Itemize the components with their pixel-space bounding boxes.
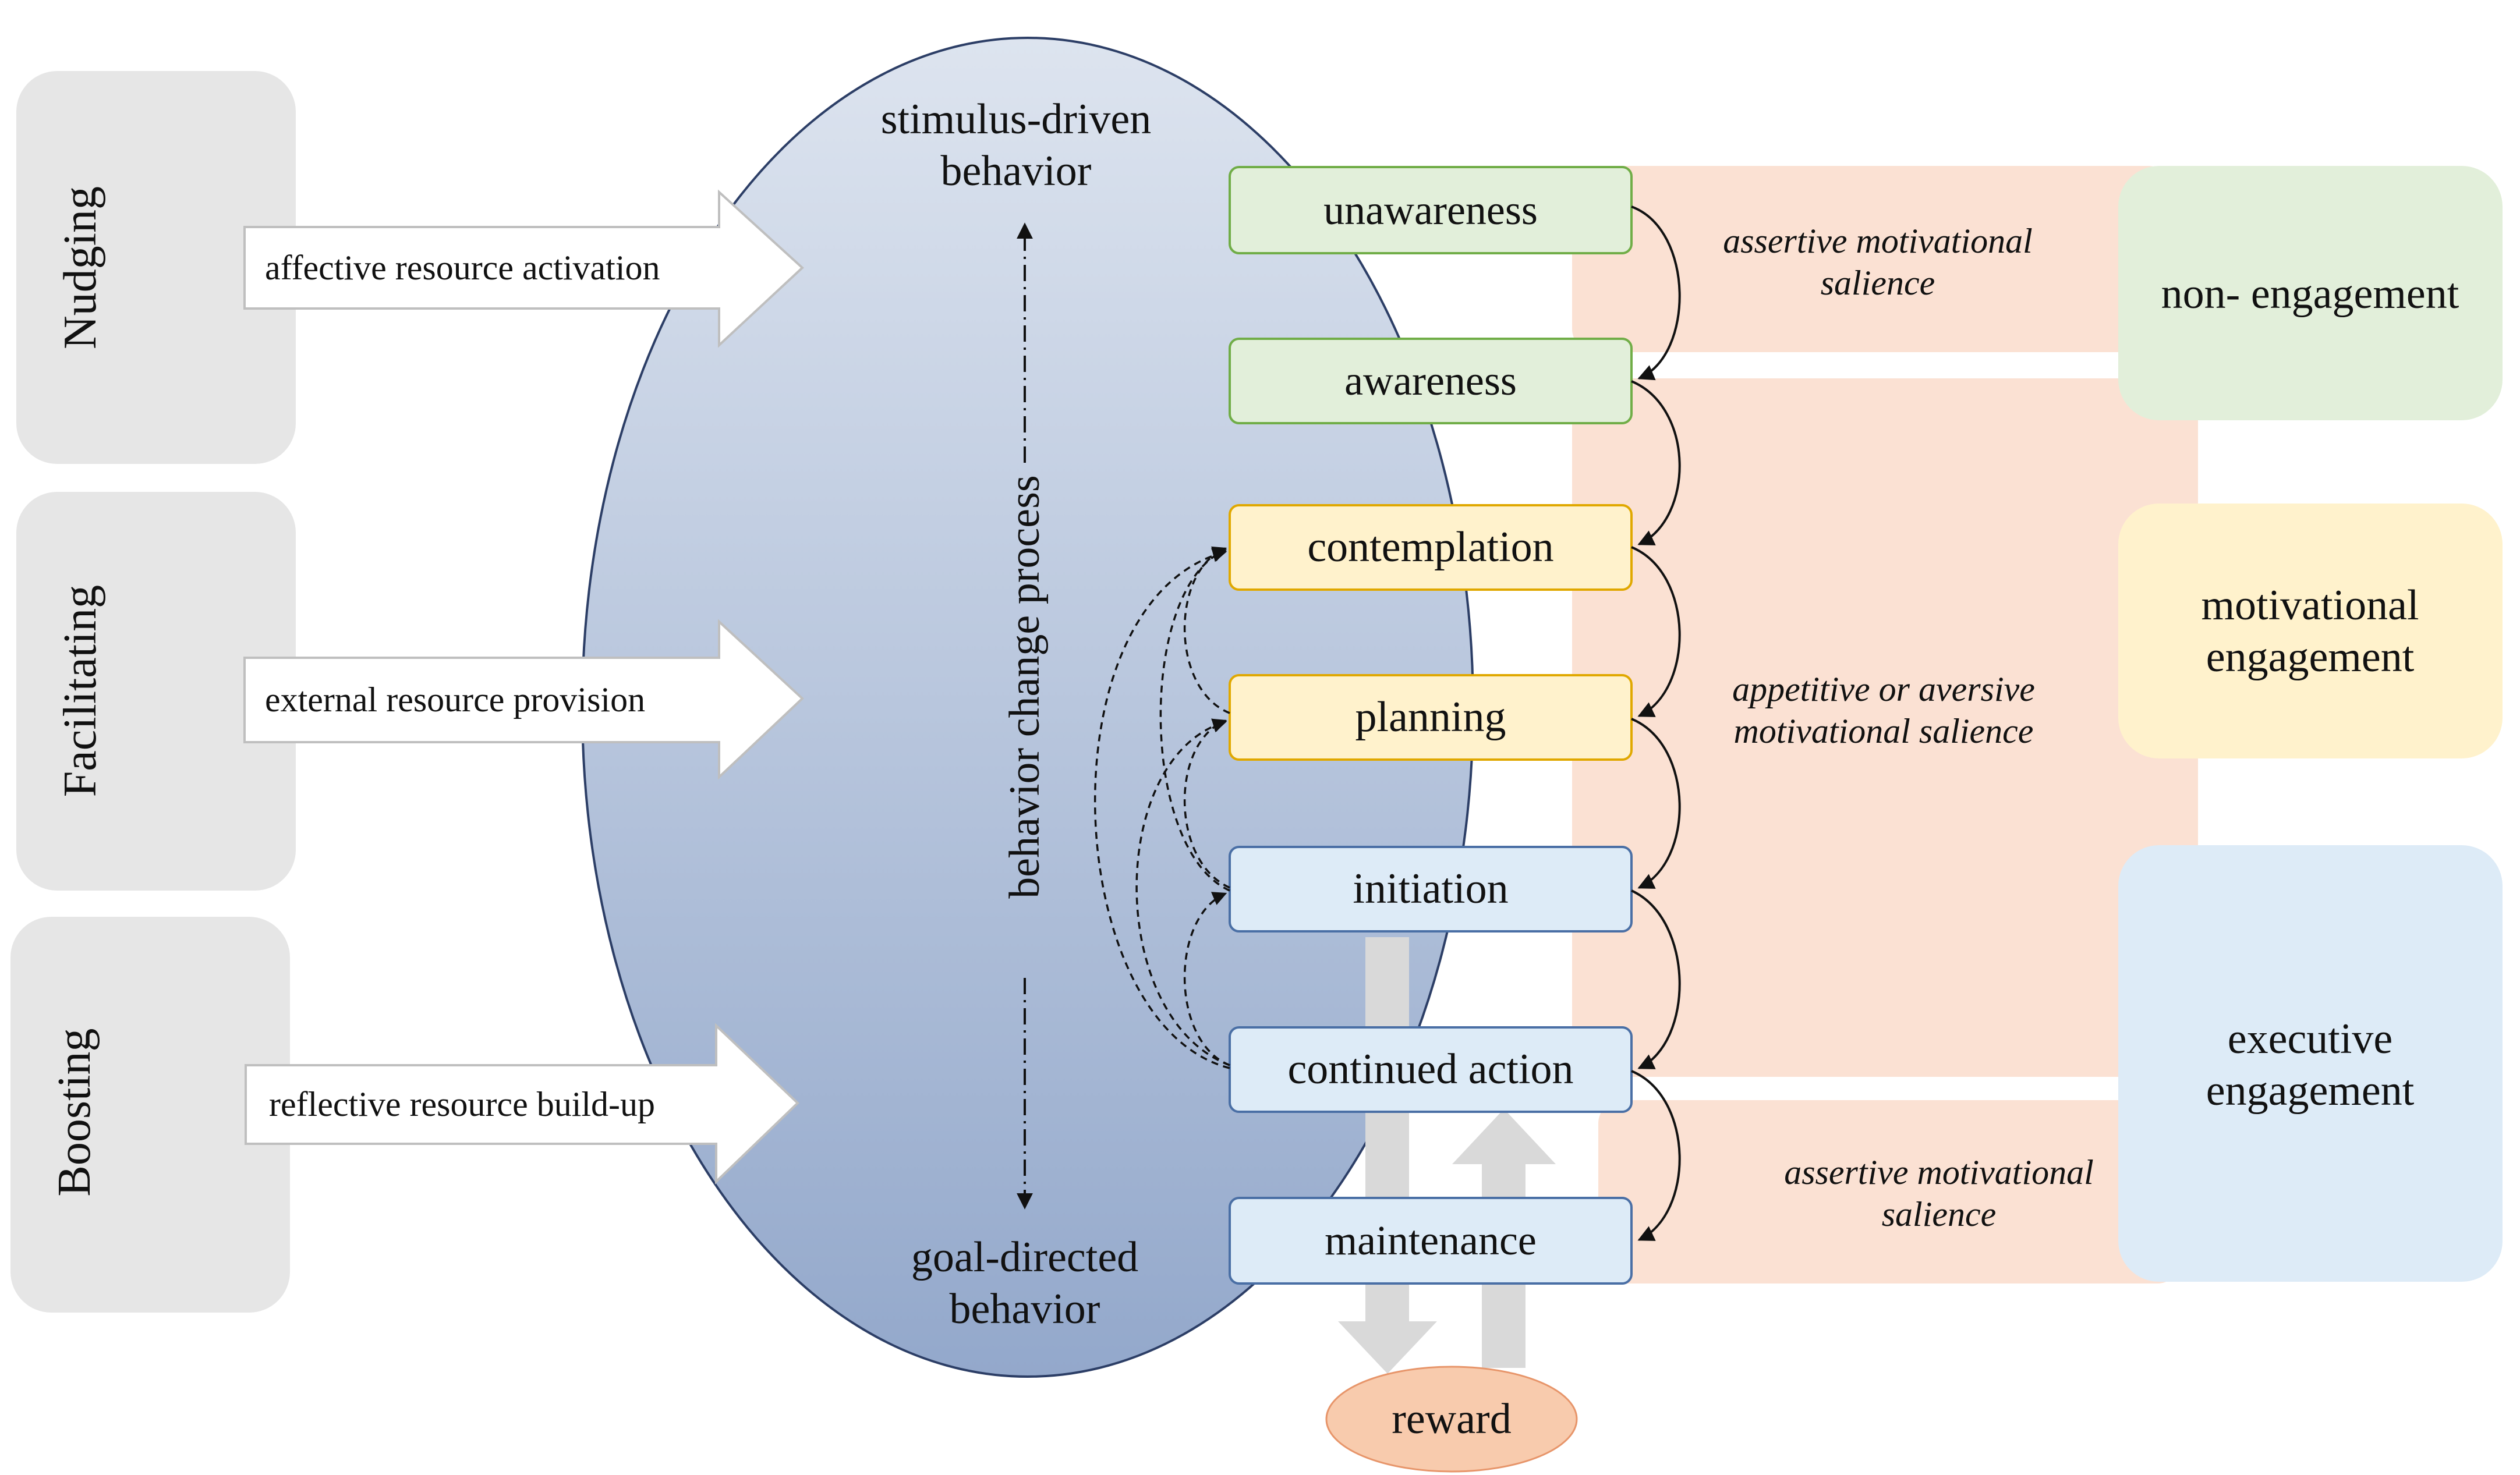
motivational-engagement-box <box>2118 504 2503 758</box>
relapse-arrow-action-to-contemplation <box>1093 548 1230 1069</box>
boosting-box <box>10 917 290 1313</box>
stage-label-planning: planning <box>1355 693 1506 742</box>
nudging-box <box>16 71 296 464</box>
stage-box-maintenance <box>1229 1197 1633 1285</box>
reward-label: reward <box>1392 1395 1512 1443</box>
stage-label-maintenance: maintenance <box>1325 1217 1537 1264</box>
goal-directed-label: goal-directed behavior <box>911 1233 1139 1333</box>
salience-band-top <box>1572 166 2172 352</box>
boosting-label: Boosting <box>48 1028 100 1197</box>
motivational-engagement-label: motivational engagement <box>2201 582 2419 681</box>
executive-engagement-label: executive engagement <box>2206 1015 2415 1115</box>
salience-label-bottom: assertive motivational salience <box>1784 1153 2094 1233</box>
reward-arrow-down <box>1338 937 1437 1374</box>
salience-band-middle <box>1572 378 2198 1077</box>
facilitating-box <box>16 492 296 891</box>
stage-box-initiation <box>1229 846 1633 932</box>
stage-box-awareness <box>1229 338 1633 424</box>
nudging-label: Nudging <box>54 186 106 349</box>
executive-engagement-box <box>2118 845 2503 1282</box>
relapse-arrow-action-to-initiation <box>1183 892 1230 1066</box>
progression-arrow-5 <box>1631 889 1681 1069</box>
stage-label-contemplation: contemplation <box>1307 523 1554 572</box>
stage-label-awareness: awareness <box>1344 357 1517 405</box>
facilitating-label: Facilitating <box>54 584 106 797</box>
non-engagement-label: non- engagement <box>2161 270 2459 318</box>
affective-arrow <box>243 189 804 348</box>
relapse-arrow-initiation-to-planning <box>1183 718 1230 889</box>
affective-resource-label: affective resource activation <box>265 248 660 287</box>
behavior-change-process-label: behavior change process <box>1000 475 1049 899</box>
reflective-resource-label: reflective resource build-up <box>269 1084 656 1123</box>
stage-box-continued-action <box>1229 1026 1633 1113</box>
stage-label-continued-action: continued action <box>1287 1045 1574 1094</box>
relapse-arrow-action-to-planning <box>1135 718 1230 1066</box>
stage-box-unawareness <box>1229 166 1633 254</box>
reflective-arrow <box>245 1023 799 1185</box>
progression-arrow-6 <box>1631 1070 1681 1241</box>
stage-label-unawareness: unawareness <box>1323 186 1538 233</box>
progression-arrow-4 <box>1631 718 1681 889</box>
progression-arrow-1 <box>1631 205 1681 381</box>
salience-label-middle: appetitive or aversive motivational sali… <box>1732 670 2035 750</box>
reward-ellipse <box>1325 1366 1578 1473</box>
progression-arrow-2 <box>1631 380 1681 545</box>
stage-box-planning <box>1229 674 1633 761</box>
non-engagement-box <box>2118 166 2503 420</box>
external-resource-label: external resource provision <box>265 680 646 719</box>
stage-label-initiation: initiation <box>1353 865 1509 913</box>
external-arrow <box>243 619 804 780</box>
salience-label-top: assertive motivational salience <box>1723 222 2033 302</box>
progression-arrow-3 <box>1631 546 1681 717</box>
stimulus-driven-label: stimulus-driven behavior <box>880 95 1152 195</box>
salience-band-bottom <box>1598 1100 2181 1283</box>
